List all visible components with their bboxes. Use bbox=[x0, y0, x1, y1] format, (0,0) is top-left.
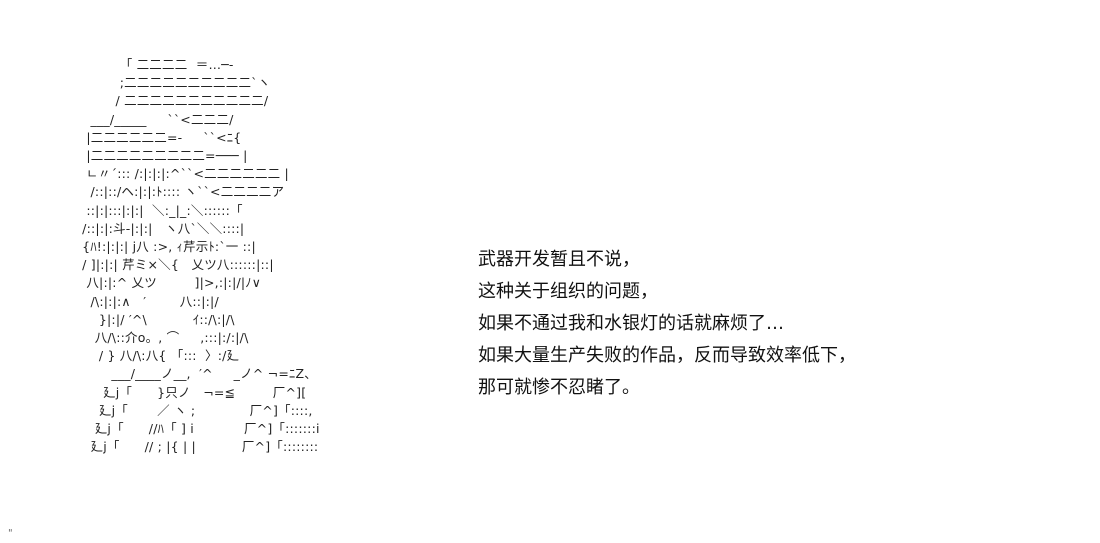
ascii-art-line: ::|:|:::|:|:| ＼:_|_:＼::::::「 bbox=[78, 202, 243, 218]
narration-text: 武器开发暂且不说， 这种关于组织的问题， 如果不通过我和水银灯的话就麻烦了… 如… bbox=[478, 244, 1038, 404]
ascii-art-line: 八/\::介o。, ⌒ ,:::|:/:|/\ bbox=[78, 330, 249, 346]
corner-mark: " bbox=[8, 528, 13, 539]
ascii-art-line: /\:|:|:∧ ′ 八::|:|/ bbox=[78, 293, 219, 309]
ascii-art-line: }|:|/ ′^\ ｲ::/\:|/\ bbox=[78, 311, 235, 327]
narration-line-1: 武器开发暂且不说， bbox=[478, 249, 640, 270]
ascii-art-line: 「 二二二二 ＝…─‐ bbox=[78, 57, 234, 72]
narration-line-4: 如果大量生产失败的作品，反而导致效率低下， bbox=[478, 345, 856, 366]
ascii-art-line: /::|:|:斗-|:|:| ヽ八`＼＼::::| bbox=[78, 220, 245, 236]
ascii-art-figure: 「 二二二二 ＝…─‐ ;二二二二二二二二二二`ヽ / 二二二二二二二二二二二/… bbox=[78, 56, 438, 516]
ascii-art-line: 廴j「 // ; |{ | | 厂^]「:::::::: bbox=[78, 439, 319, 455]
ascii-art-line: |二二二二二二二二二=─── | bbox=[78, 148, 248, 164]
ascii-art-line: {ﾊ!:|:|:| j八 :>, ｨ芹示ﾄ:`一 ::| bbox=[78, 239, 256, 255]
ascii-art-line: 廴j「 //ﾊ「 ] i 厂^]「:::::::i bbox=[78, 421, 320, 437]
ascii-art-line: ㄴ〃´::: /:|:|:|:^``<二二二二二二 | bbox=[78, 166, 289, 182]
ascii-art-line: 八|:|:^ 乂ツ ]|>,:|:|/|ﾉ∨ bbox=[78, 275, 262, 291]
narration-line-2: 这种关于组织的问题， bbox=[478, 281, 658, 302]
ascii-art-line: ;二二二二二二二二二二`ヽ bbox=[78, 75, 271, 91]
ascii-art-line: ___/____ノ__, ′^ _ノ^ ¬=ﾆZ、 bbox=[78, 366, 317, 382]
ascii-art-line: / ]|:|:| 芹ミ×＼{ 乂ツ八::::::|::| bbox=[78, 257, 274, 273]
ascii-art-line: / } 八/\:八{ 「::: 〉:/廴 bbox=[78, 348, 240, 364]
ascii-art-line: 廴j「 }只ノ ¬=≦ 厂^][ bbox=[78, 384, 307, 400]
ascii-art-line: |二二二二二二=- ``<ﾆ{ bbox=[78, 129, 242, 145]
narration-line-3: 如果不通过我和水银灯的话就麻烦了… bbox=[478, 313, 784, 334]
ascii-art-line: /::|::/ヘ:|:|:ﾄ:::: ヽ``<二二二二ア bbox=[78, 184, 285, 200]
narration-line-5: 那可就惨不忍睹了。 bbox=[478, 377, 640, 398]
ascii-art-line: ___/_____ ``<二二二/ bbox=[78, 111, 234, 127]
ascii-art-line: 廴j「 ／ ヽ ; 厂^]「::::, bbox=[78, 402, 313, 418]
ascii-art-line: / 二二二二二二二二二二二/ bbox=[78, 93, 269, 109]
